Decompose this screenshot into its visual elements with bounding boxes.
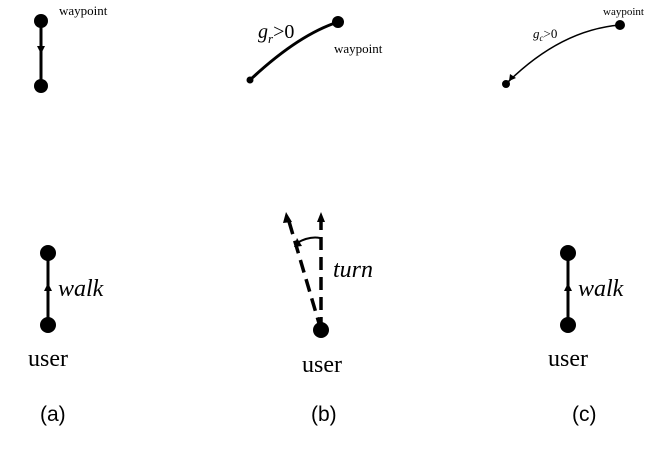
panel-b-turn-dashed-left [286, 217, 323, 331]
panel-b-action-label: turn [333, 257, 373, 283]
panel-b-user-dot [313, 322, 329, 338]
panel-a-start-dot [34, 79, 48, 93]
panel-a-target-dot [40, 245, 56, 261]
panel-c-target-dot [560, 245, 576, 261]
panel-b-waypoint-dot [332, 16, 344, 28]
panel-a-waypoint-label: waypoint [59, 3, 108, 18]
panel-c-walk-arrowhead [564, 283, 572, 291]
panel-a-top-arrowhead [37, 46, 45, 54]
panel-b-caption: (b) [311, 403, 337, 426]
panel-c-action-label: walk [578, 276, 624, 302]
panel-b-left-arrowhead [283, 212, 292, 223]
panel-b-right-arrowhead [317, 212, 325, 222]
panel-a-caption: (a) [40, 403, 66, 426]
panel-b: gr>0 waypoint turn user (b) [246, 16, 383, 426]
panel-a-waypoint-dot [34, 14, 48, 28]
panel-c-waypoint-dot [615, 20, 625, 30]
panel-c-waypoint-label: waypoint [603, 6, 644, 18]
panel-a-action-label: walk [58, 276, 104, 302]
panel-b-user-label: user [302, 352, 342, 378]
panel-b-gain-label: gr>0 [258, 21, 294, 46]
panel-a-user-dot [40, 317, 56, 333]
panel-c-path-arrowhead [509, 74, 516, 81]
panel-c-user-dot [560, 317, 576, 333]
panel-a-walk-arrowhead [44, 283, 52, 291]
panel-b-turn-arc [296, 236, 321, 244]
panel-c: gc>0 waypoint walk user (c) [502, 6, 644, 426]
panel-b-waypoint-label: waypoint [334, 41, 383, 56]
panel-b-curved-path [248, 20, 339, 82]
panel-a: waypoint walk user (a) [28, 3, 108, 426]
panel-c-user-label: user [548, 346, 588, 372]
panel-c-gain-label: gc>0 [533, 26, 557, 43]
panel-b-turn-arc-arrowhead [294, 238, 302, 247]
panel-a-user-label: user [28, 346, 68, 372]
panel-c-start-dot [502, 80, 510, 88]
panel-c-curved-path [505, 24, 621, 85]
panel-c-caption: (c) [572, 403, 597, 426]
panel-b-start-dot [246, 76, 254, 84]
